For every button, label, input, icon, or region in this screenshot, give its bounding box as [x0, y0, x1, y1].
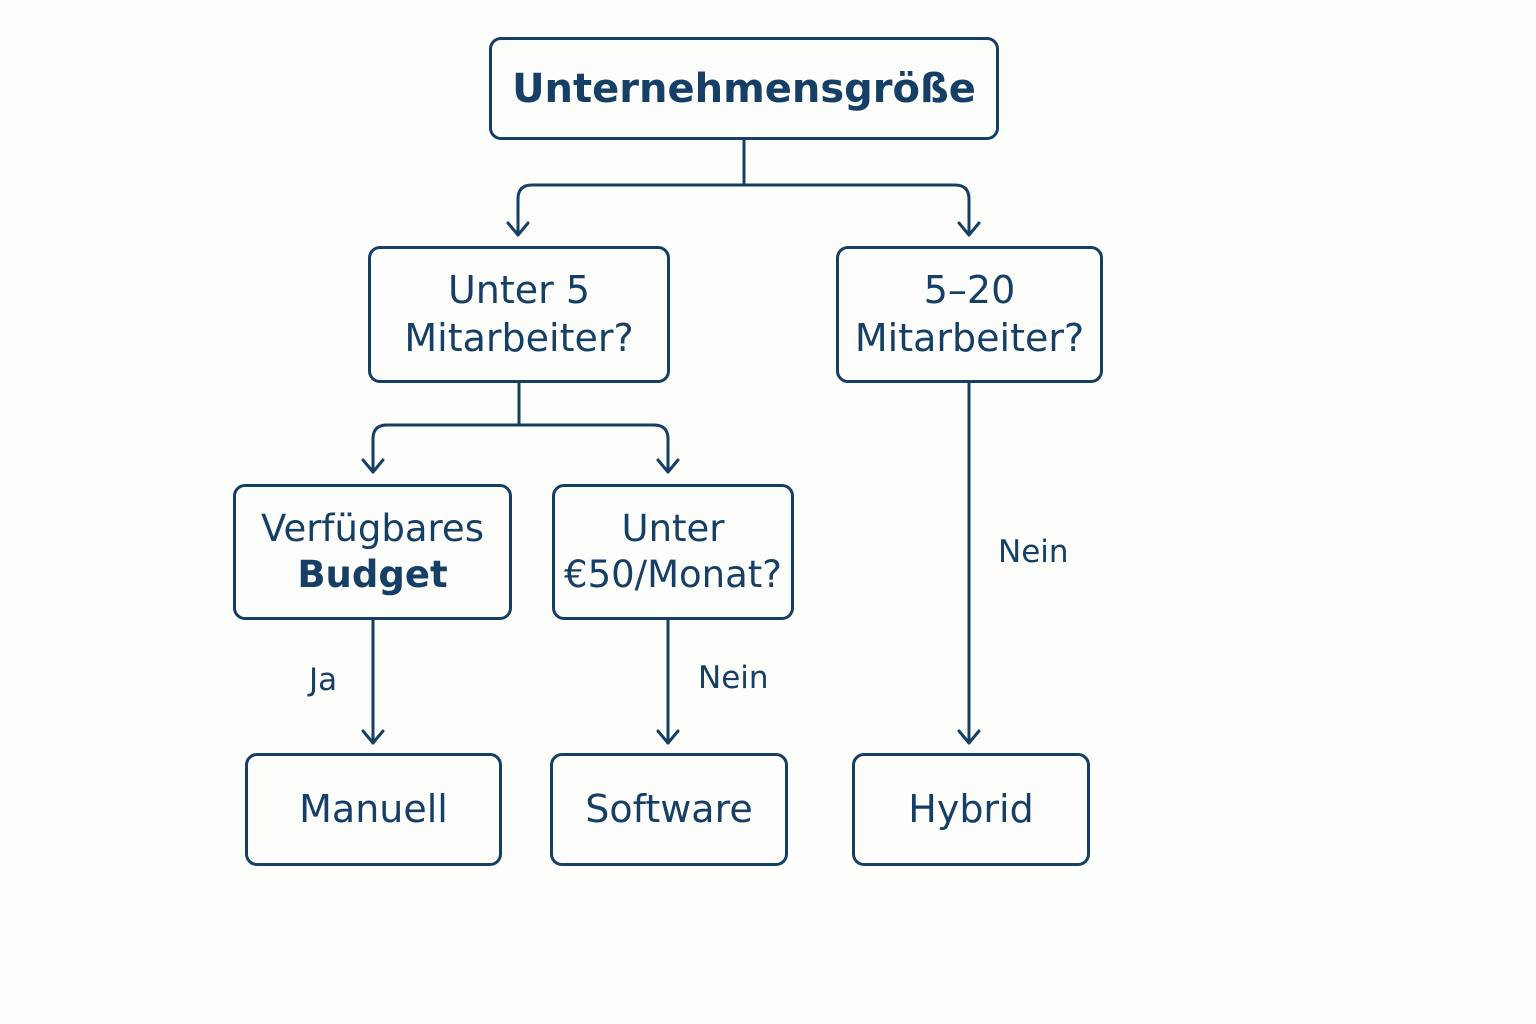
node-under-50-per-month: Unter €50/Monat? [552, 484, 794, 620]
node-hybrid: Hybrid [852, 753, 1090, 866]
arrowhead-under5 [506, 221, 530, 237]
node-available-budget: Verfügbares Budget [233, 484, 512, 620]
node-under-50-per-month-line2: €50/Monat? [564, 553, 782, 596]
arrowhead-hybrid [957, 729, 981, 745]
node-hybrid-label: Hybrid [908, 786, 1034, 831]
node-available-budget-line1: Verfügbares [261, 506, 484, 550]
connector-under5-to-budget [371, 423, 521, 474]
arrowhead-software [656, 729, 680, 745]
node-under-5-employees: Unter 5 Mitarbeiter? [368, 246, 670, 383]
connector-under5-to-under50 [517, 423, 670, 474]
node-company-size-label: Unternehmensgröße [512, 65, 976, 112]
node-available-budget-line2: Budget [297, 553, 448, 596]
node-5-to-20-employees: 5–20 Mitarbeiter? [836, 246, 1103, 383]
arrowhead-5to20 [957, 221, 981, 237]
arrowhead-budget [361, 458, 385, 474]
edge-label-yes: Ja [309, 662, 338, 698]
node-under-5-employees-line1: Unter 5 [447, 268, 591, 312]
connector-root-to-5to20 [742, 183, 971, 237]
node-under-50-per-month-line1: Unter [621, 506, 725, 550]
node-under-5-employees-line2: Mitarbeiter? [404, 315, 634, 360]
node-manual: Manuell [245, 753, 502, 866]
node-manual-label: Manuell [299, 786, 448, 831]
node-software: Software [550, 753, 788, 866]
arrowhead-under50 [656, 458, 680, 474]
connector-root-to-under5 [516, 183, 746, 237]
edge-label-no-hybrid: Nein [998, 534, 1069, 570]
node-5-to-20-employees-line2: Mitarbeiter? [854, 315, 1085, 360]
edge-label-no-software: Nein [698, 660, 769, 696]
arrowhead-manual [361, 729, 385, 745]
node-5-to-20-employees-line1: 5–20 [923, 268, 1016, 312]
node-company-size: Unternehmensgröße [489, 37, 999, 140]
node-software-label: Software [585, 786, 753, 831]
